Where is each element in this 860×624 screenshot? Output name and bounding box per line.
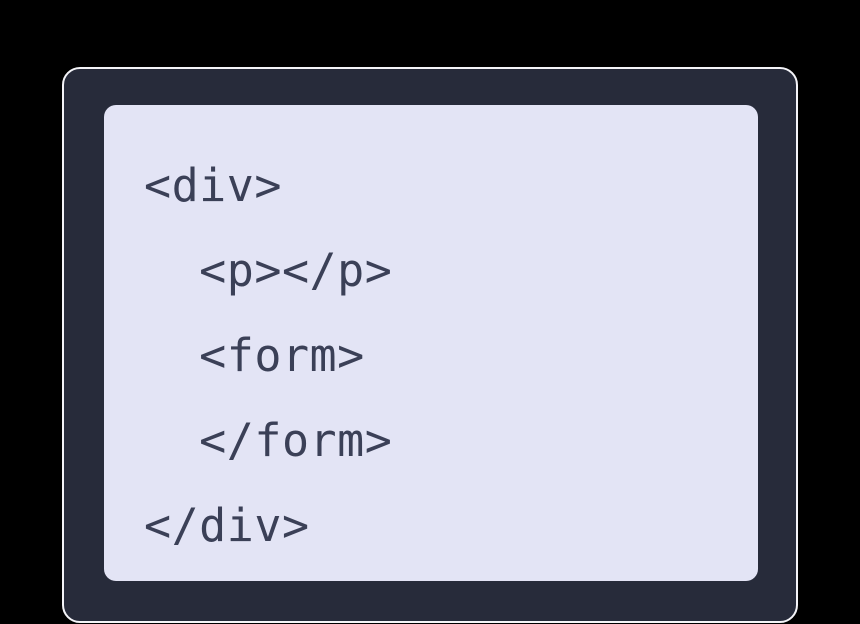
code-card: <div> <p></p> <form> </form> </div>	[62, 67, 798, 623]
code-line-form-close: </form>	[144, 414, 393, 467]
code-panel: <div> <p></p> <form> </form> </div>	[104, 105, 758, 581]
code-line-form-open: <form>	[144, 329, 365, 382]
code-line-p: <p></p>	[144, 244, 393, 297]
code-line-div-close: </div>	[144, 499, 310, 552]
code-line-div-open: <div>	[144, 159, 282, 212]
